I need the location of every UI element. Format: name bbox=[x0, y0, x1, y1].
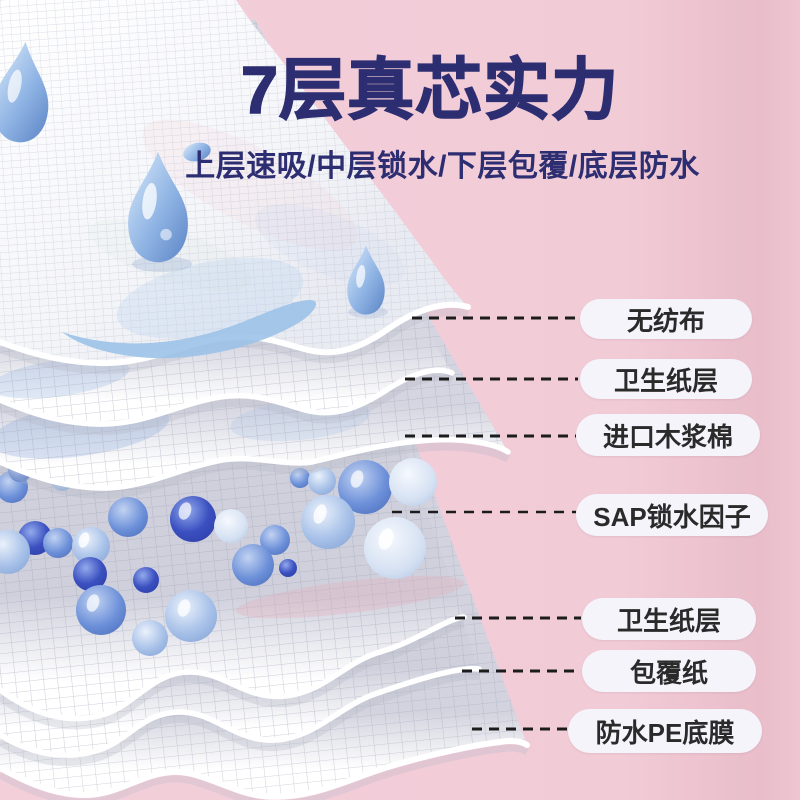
water-drop-left bbox=[0, 41, 49, 143]
fabric-layer-5-tissue bbox=[0, 30, 466, 725]
layer-label-pill-nonwoven: 无纺布 bbox=[580, 299, 752, 339]
page-title: 7层真芯实力 bbox=[240, 52, 620, 129]
layer-label-pill-tissue-lower: 卫生纸层 bbox=[582, 598, 756, 640]
layer-label-pill-pe-film: 防水PE底膜 bbox=[568, 709, 762, 753]
water-drops bbox=[0, 41, 388, 318]
layer-label-text: 卫生纸层 bbox=[613, 365, 718, 396]
layer-label-text: 防水PE底膜 bbox=[595, 717, 735, 748]
layer-label-text: 进口木浆棉 bbox=[602, 421, 733, 452]
layer-label-pill-tissue-upper: 卫生纸层 bbox=[580, 359, 752, 399]
water-drop-small bbox=[183, 142, 211, 162]
page-subtitle: 上层速吸/中层锁水/下层包覆/底层防水 bbox=[185, 150, 700, 183]
water-drop-center bbox=[128, 151, 188, 263]
absorption-swoosh bbox=[62, 257, 317, 359]
water-drop-right bbox=[347, 245, 385, 315]
layer-label-pill-wrap-paper: 包覆纸 bbox=[582, 650, 756, 692]
layer-label-text: 卫生纸层 bbox=[616, 605, 721, 636]
layer-label-pill-sap: SAP锁水因子 bbox=[576, 494, 768, 536]
pointer-lines bbox=[392, 316, 581, 731]
layer-label-pill-pulp-cotton: 进口木浆棉 bbox=[576, 414, 760, 456]
layer-label-text: 无纺布 bbox=[626, 305, 705, 336]
layer-label-text: 包覆纸 bbox=[629, 657, 708, 688]
layer-label-text: SAP锁水因子 bbox=[593, 501, 751, 532]
